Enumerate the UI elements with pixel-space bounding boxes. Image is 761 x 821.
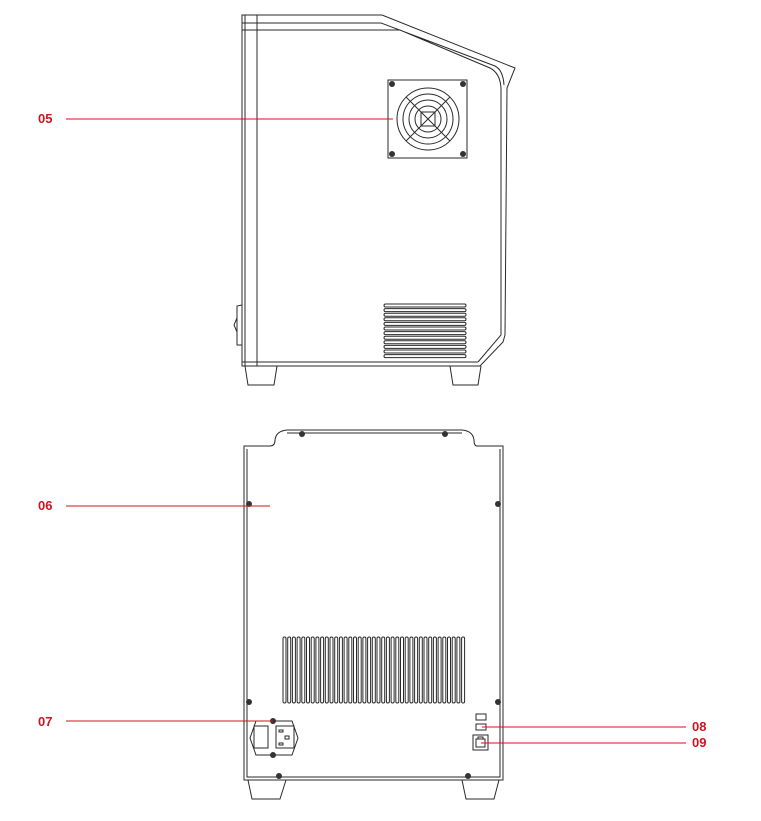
vent-slot xyxy=(362,636,367,704)
vent-slot xyxy=(371,636,376,704)
vent-slot xyxy=(390,636,395,704)
vent-slot xyxy=(334,636,339,704)
vent-slot xyxy=(315,636,320,704)
vent-slot xyxy=(310,636,315,704)
power-switch xyxy=(253,725,269,749)
usb-port-1 xyxy=(475,713,487,721)
callout-lines xyxy=(66,118,686,744)
side-top-trim xyxy=(242,22,505,363)
vent-slot xyxy=(353,636,357,704)
vent-slat xyxy=(383,317,467,322)
rear-vent-slots xyxy=(282,636,466,704)
vent-slot xyxy=(296,636,301,704)
rear-foot-right xyxy=(461,779,500,800)
callout-label-09: 09 xyxy=(692,735,707,750)
vent-slot xyxy=(395,636,400,704)
vent-slot xyxy=(451,636,456,704)
side-body-outline xyxy=(241,14,516,367)
rear-foot-left xyxy=(247,779,287,800)
vent-slot xyxy=(461,636,466,704)
vent-slat xyxy=(383,344,467,349)
vent-slat xyxy=(383,312,467,317)
vent-slat xyxy=(383,331,467,336)
vent-slat xyxy=(383,340,467,345)
vent-slot xyxy=(404,636,409,704)
side-view xyxy=(233,14,516,386)
vent-slat xyxy=(383,335,467,340)
side-handle xyxy=(233,304,243,346)
vent-slot xyxy=(432,636,437,704)
vent-slat xyxy=(383,308,467,313)
vent-slot xyxy=(338,636,343,704)
side-fan xyxy=(387,79,468,159)
vent-slot xyxy=(287,636,292,704)
vent-slot xyxy=(423,636,428,704)
vent-slot xyxy=(442,636,447,704)
vent-slot xyxy=(414,636,419,704)
vent-slot xyxy=(306,636,310,704)
vent-slot xyxy=(301,636,306,704)
vent-slot xyxy=(376,636,381,704)
vent-slot xyxy=(447,636,451,704)
vent-slot xyxy=(456,636,461,704)
vent-slat xyxy=(383,303,467,308)
vent-slot xyxy=(324,636,329,704)
vent-slot xyxy=(428,636,433,704)
callout-label-06: 06 xyxy=(38,498,53,513)
rear-body-outline xyxy=(243,429,504,781)
vent-slat xyxy=(383,349,467,354)
vent-slot xyxy=(381,636,386,704)
vent-slat xyxy=(383,326,467,331)
side-vent-slats xyxy=(383,303,467,359)
vent-slot xyxy=(329,636,334,704)
vent-slot xyxy=(367,636,372,704)
rear-view xyxy=(243,429,504,800)
callout-label-05: 05 xyxy=(38,111,53,126)
vent-slot xyxy=(348,636,353,704)
side-foot-right xyxy=(449,365,482,386)
vent-slot xyxy=(409,636,414,704)
vent-slot xyxy=(418,636,423,704)
vent-slat xyxy=(383,354,467,359)
rear-screws xyxy=(246,431,501,779)
vent-slot xyxy=(400,636,404,704)
power-module xyxy=(249,718,299,758)
vent-slot xyxy=(343,636,348,704)
vent-slot xyxy=(320,636,325,704)
side-foot-left xyxy=(244,365,278,386)
callout-label-08: 08 xyxy=(692,719,707,734)
vent-slot xyxy=(437,636,442,704)
vent-slot xyxy=(385,636,390,704)
vent-slot xyxy=(357,636,362,704)
callout-label-07: 07 xyxy=(38,714,53,729)
vent-slat xyxy=(383,321,467,326)
vent-slot xyxy=(282,636,287,704)
vent-slot xyxy=(291,636,296,704)
